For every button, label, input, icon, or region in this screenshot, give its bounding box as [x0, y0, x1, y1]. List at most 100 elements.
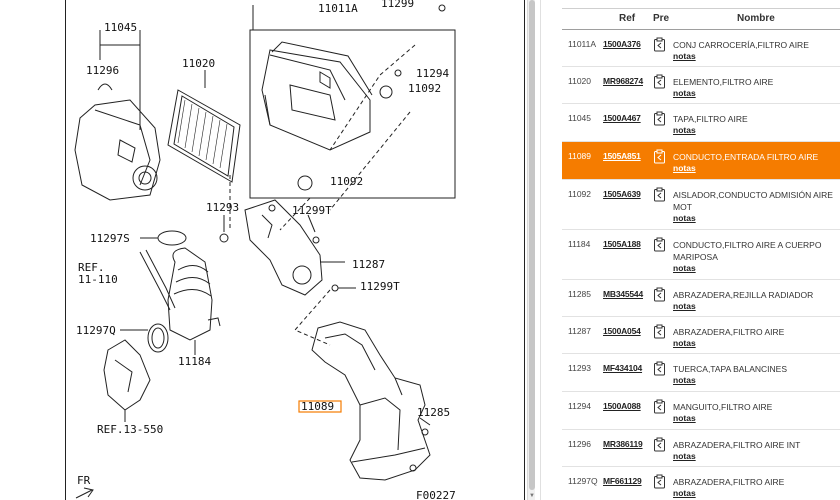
price-clipboard-icon[interactable] — [653, 149, 666, 164]
callout-11294[interactable]: 11294 — [416, 67, 449, 80]
price-clipboard-icon[interactable] — [653, 111, 666, 126]
part-number: 11294 — [568, 401, 592, 411]
parts-diagram[interactable]: 11011A 11299 11045 11296 11020 11294 110… — [0, 0, 527, 500]
price-clipboard-icon[interactable] — [653, 37, 666, 52]
callout-11297q[interactable]: 11297Q — [76, 324, 116, 337]
callout-11020[interactable]: 11020 — [182, 57, 215, 70]
callout-11285[interactable]: 11285 — [417, 406, 450, 419]
diagram-frame — [65, 0, 525, 500]
price-clipboard-icon[interactable] — [653, 287, 666, 302]
callout-11089[interactable]: 11089 — [301, 400, 334, 413]
column-header-pre[interactable]: Pre — [653, 13, 670, 24]
part-number: 11293 — [568, 363, 592, 373]
notes-link[interactable]: notas — [673, 213, 696, 223]
notes-link[interactable]: notas — [673, 163, 696, 173]
diagram-scroll-thumb[interactable] — [529, 0, 535, 490]
notes-link[interactable]: notas — [673, 338, 696, 348]
price-clipboard-icon[interactable] — [653, 361, 666, 376]
price-clipboard-icon[interactable] — [653, 399, 666, 414]
part-description: ABRAZADERA,FILTRO AIRE — [673, 327, 785, 337]
part-number: 11089 — [568, 151, 592, 161]
table-row[interactable]: 11011A 1500A376 CONJ CARROCERÍA,FILTRO AIR… — [562, 30, 840, 67]
scroll-down-arrow-icon[interactable]: ▼ — [529, 493, 535, 499]
part-ref-link[interactable]: MF434104 — [603, 363, 643, 373]
callout-11299t-bottom[interactable]: 11299T — [360, 280, 400, 293]
notes-link[interactable]: notas — [673, 125, 696, 135]
part-description: CONDUCTO,FILTRO AIRE A CUERPO MARIPOSA — [673, 240, 822, 262]
part-description: TAPA,FILTRO AIRE — [673, 114, 748, 124]
part-number: 11011A — [568, 39, 597, 49]
part-number: 11092 — [568, 189, 592, 199]
price-clipboard-icon[interactable] — [653, 237, 666, 252]
notes-link[interactable]: notas — [673, 301, 696, 311]
selected-part-highlight — [298, 400, 342, 413]
notes-link[interactable]: notas — [673, 451, 696, 461]
column-header-ref[interactable]: Ref — [619, 13, 636, 24]
notes-link[interactable]: notas — [673, 375, 696, 385]
callout-11092-bottom[interactable]: 11092 — [330, 175, 363, 188]
notes-link[interactable]: notas — [673, 413, 696, 423]
front-direction-label: FR — [77, 474, 91, 487]
part-number: 11296 — [568, 439, 592, 449]
notes-link[interactable]: notas — [673, 263, 696, 273]
diagram-scrollbar[interactable]: ▼ — [527, 0, 535, 500]
parts-table: Ref Pre Nombre 11011A 1500A376 CONJ CARROC… — [562, 0, 840, 500]
part-ref-link[interactable]: 1505A188 — [603, 239, 641, 249]
callout-11011a[interactable]: 11011A — [318, 2, 358, 15]
part-description: CONJ CARROCERÍA,FILTRO AIRE — [673, 40, 809, 50]
part-number: 11297Q — [568, 476, 598, 486]
callout-11299[interactable]: 11299 — [381, 0, 414, 10]
part-ref-link[interactable]: 1500A054 — [603, 326, 641, 336]
part-number: 11020 — [568, 76, 592, 86]
callout-11287[interactable]: 11287 — [352, 258, 385, 271]
part-ref-link[interactable]: 1505A639 — [603, 189, 641, 199]
table-row[interactable]: 11089 1505A851 CONDUCTO,ENTRADA FILTRO AIR… — [562, 142, 840, 180]
callout-11092-top[interactable]: 11092 — [408, 82, 441, 95]
notes-link[interactable]: notas — [673, 88, 696, 98]
part-ref-link[interactable]: 1505A851 — [603, 151, 641, 161]
part-number: 11184 — [568, 239, 591, 249]
table-row[interactable]: 11184 1505A188 CONDUCTO,FILTRO AIRE A CUER… — [562, 230, 840, 280]
ref-13-550-label: REF.13-550 — [97, 423, 163, 436]
column-header-nombre[interactable]: Nombre — [737, 13, 775, 24]
part-number: 11285 — [568, 289, 592, 299]
part-ref-link[interactable]: MR968274 — [603, 76, 643, 86]
part-ref-link[interactable]: 1500A376 — [603, 39, 641, 49]
price-clipboard-icon[interactable] — [653, 474, 666, 489]
part-description: ABRAZADERA,FILTRO AIRE INT — [673, 440, 801, 450]
price-clipboard-icon[interactable] — [653, 74, 666, 89]
part-ref-link[interactable]: 1500A467 — [603, 113, 641, 123]
callout-11299t-top[interactable]: 11299T — [292, 204, 332, 217]
pane-divider[interactable] — [535, 0, 541, 500]
callout-11045[interactable]: 11045 — [104, 21, 137, 34]
part-ref-link[interactable]: MB345544 — [603, 289, 643, 299]
part-number: 11287 — [568, 326, 592, 336]
part-ref-link[interactable]: MF661129 — [603, 476, 642, 486]
callout-11293[interactable]: 11293 — [206, 201, 239, 214]
callout-11296[interactable]: 11296 — [86, 64, 119, 77]
part-description: TUERCA,TAPA BALANCINES — [673, 364, 787, 374]
callout-11297s[interactable]: 11297S — [90, 232, 130, 245]
part-ref-link[interactable]: MR386119 — [603, 439, 643, 449]
notes-link[interactable]: notas — [673, 51, 696, 61]
part-ref-link[interactable]: 1500A088 — [603, 401, 641, 411]
notes-link[interactable]: notas — [673, 488, 696, 498]
price-clipboard-icon[interactable] — [653, 187, 666, 202]
diagram-drawing: 11011A 11299 11045 11296 11020 11294 110… — [74, 0, 456, 500]
price-clipboard-icon[interactable] — [653, 324, 666, 339]
part-description: CONDUCTO,ENTRADA FILTRO AIRE — [673, 152, 819, 162]
price-clipboard-icon[interactable] — [653, 437, 666, 452]
ref-11-110-label: REF. — [78, 261, 105, 274]
callout-11184[interactable]: 11184 — [178, 355, 211, 368]
diagram-code: F00227 — [416, 489, 456, 500]
